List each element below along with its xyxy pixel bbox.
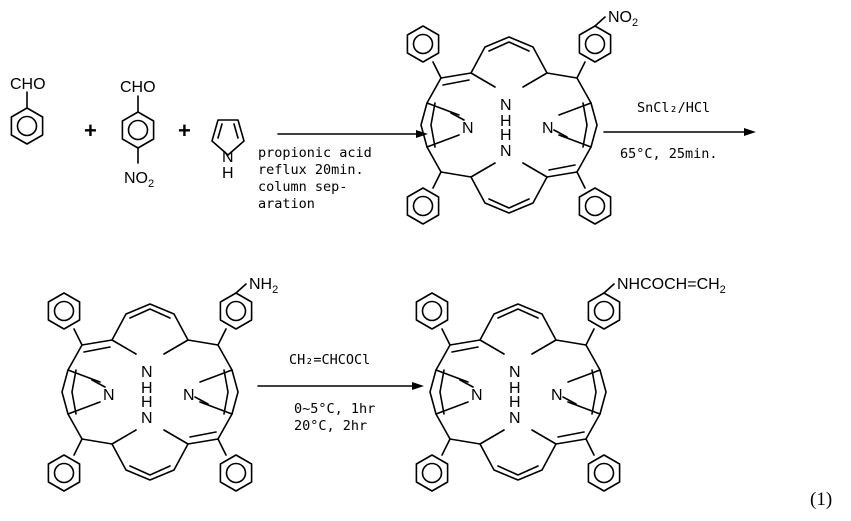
step3-reagent: CH₂=CHCOCl bbox=[289, 352, 370, 368]
product1-hn-h: H bbox=[500, 127, 512, 144]
product3-hn-h: H bbox=[509, 394, 521, 411]
product1-nh-h: H bbox=[500, 113, 512, 130]
acrylamidophenyl-porphyrin bbox=[416, 283, 619, 491]
product2-hn-h: H bbox=[141, 394, 153, 411]
product3-acrylamide-label: NHCOCH=CH2 bbox=[617, 276, 726, 296]
product1-nh-n: N bbox=[500, 97, 512, 114]
nitrophenyl-porphyrin bbox=[407, 16, 610, 224]
equation-number: (1) bbox=[810, 489, 832, 510]
step1-condition-line-4: aration bbox=[258, 196, 315, 212]
pyrrole-h-label: H bbox=[222, 165, 234, 182]
reaction-arrow-2 bbox=[603, 128, 756, 136]
step1-condition-line-1: propionic acid bbox=[258, 145, 372, 161]
step2-reagent: SnCl₂/HCl bbox=[637, 100, 710, 116]
reaction-arrow-3 bbox=[257, 382, 424, 390]
step1-condition-line-2: reflux 20min. bbox=[258, 162, 364, 178]
product1-hn-n: N bbox=[500, 143, 512, 160]
step1-condition-line-3: column sep- bbox=[258, 179, 347, 195]
nitrobenzaldehyde-cho-label: CHO bbox=[120, 79, 156, 96]
aminophenyl-porphyrin bbox=[48, 283, 251, 491]
plus-sign-1: + bbox=[84, 118, 97, 143]
product2-n-left: N bbox=[103, 387, 115, 404]
plus-sign-2: + bbox=[178, 118, 191, 143]
product2-nh-n: N bbox=[141, 364, 153, 381]
product1-n-right: N bbox=[542, 120, 554, 137]
product3-n-left: N bbox=[471, 387, 483, 404]
step3-condition-line-2: 20°C, 2hr bbox=[294, 418, 367, 434]
product3-n-right: N bbox=[551, 387, 563, 404]
step1-conditions: propionic acid reflux 20min. column sep-… bbox=[258, 145, 372, 212]
product3-hn-n: N bbox=[509, 410, 521, 427]
benzaldehyde-cho-label: CHO bbox=[10, 76, 46, 93]
nitrobenzaldehyde-no2-label: NO2 bbox=[124, 170, 154, 190]
product3-nh-h: H bbox=[509, 380, 521, 397]
step2-conditions: 65°C, 25min. bbox=[620, 146, 718, 162]
reaction-arrow-1 bbox=[277, 130, 428, 138]
product2-nh2-label: NH2 bbox=[249, 276, 278, 296]
benzaldehyde: CHO bbox=[10, 76, 46, 145]
pyrrole: N H bbox=[211, 119, 245, 182]
product2-hn-n: N bbox=[141, 410, 153, 427]
product1-no2-label: NO2 bbox=[608, 9, 638, 29]
product2-nh-h: H bbox=[141, 380, 153, 397]
step3-condition-line-1: 0~5°C, 1hr bbox=[294, 401, 375, 417]
product2-n-right: N bbox=[183, 387, 195, 404]
product1-n-left: N bbox=[462, 120, 474, 137]
p-nitrobenzaldehyde: CHO NO2 bbox=[120, 79, 156, 190]
pyrrole-n-label: N bbox=[222, 149, 234, 166]
product3-nh-n: N bbox=[509, 364, 521, 381]
